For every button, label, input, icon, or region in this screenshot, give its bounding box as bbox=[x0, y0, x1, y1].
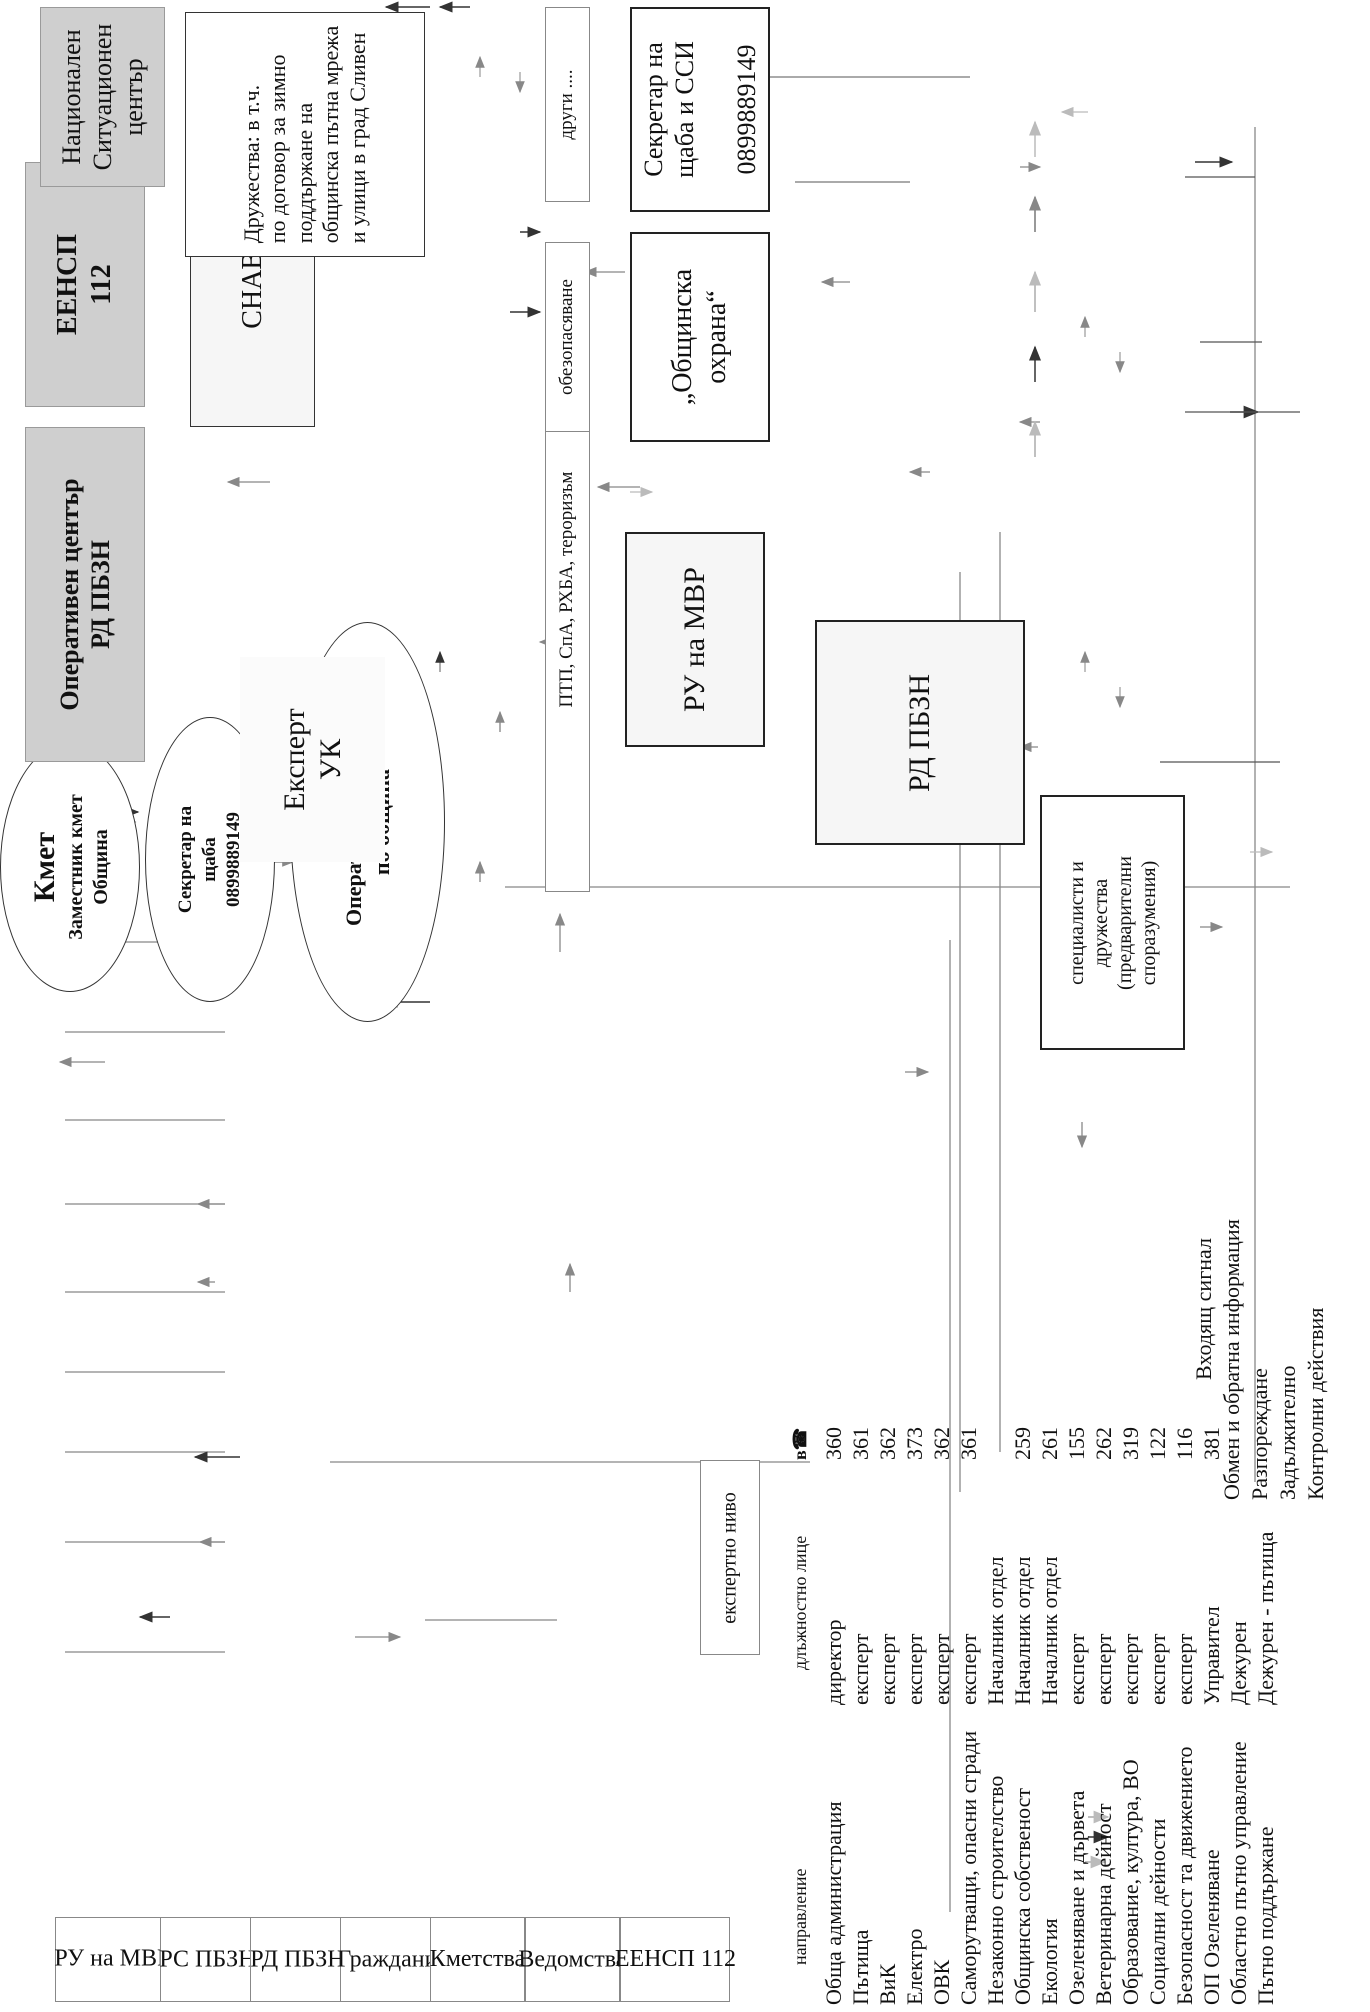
table-row: Ветеринарна дейност експерт 262 bbox=[1090, 1305, 1117, 2005]
table-row: ОВК експерт 362 bbox=[928, 1305, 955, 2005]
table-cell-person: Началник отдел bbox=[983, 1556, 1008, 1705]
table-cell-phone: 381 bbox=[1199, 1427, 1224, 1460]
table-cell-phone: 155 bbox=[1064, 1427, 1089, 1460]
table-cell-direction: Екология bbox=[1037, 1918, 1062, 2005]
specialisti-label: специалисти и дружества (предварителни с… bbox=[1065, 855, 1160, 990]
table-cell-direction: Общинска собственост bbox=[1010, 1787, 1035, 2005]
table-cell-phone: 319 bbox=[1118, 1427, 1143, 1460]
table-cell-person: експерт bbox=[1064, 1633, 1089, 1705]
rd-pbzn-right-label: РД ПБЗН bbox=[902, 673, 936, 792]
table-cell-person: експерт bbox=[929, 1633, 954, 1705]
table-header-direction: направление bbox=[790, 1868, 810, 1966]
table-cell-person: експерт bbox=[1118, 1633, 1143, 1705]
table-cell-phone: 361 bbox=[848, 1427, 873, 1460]
ekspertno-nivo-panel: експертно ниво bbox=[700, 1460, 760, 1655]
table-row: Пътища експерт 361 bbox=[847, 1305, 874, 2005]
contacts-table: направление длъжностно лице в☎ Обща адми… bbox=[790, 1305, 1279, 2005]
table-row: Незаконно строителство Началник отдел bbox=[982, 1305, 1009, 2005]
table-cell-phone: 116 bbox=[1172, 1427, 1197, 1460]
table-cell-direction: Пътно поддържане bbox=[1253, 1826, 1278, 2005]
table-cell-direction: ОП Озеленяване bbox=[1199, 1849, 1224, 2005]
table-row: Социални дейности експерт 122 bbox=[1144, 1305, 1171, 2005]
table-cell-person: експерт bbox=[875, 1633, 900, 1705]
table-cell-person: Началник отдел bbox=[1037, 1556, 1062, 1705]
specialisti-box: специалисти и дружества (предварителни с… bbox=[1040, 795, 1185, 1050]
table-cell-direction: Незаконно строителство bbox=[983, 1775, 1008, 2005]
table-cell-phone: 259 bbox=[1010, 1427, 1035, 1460]
table-cell-person: Управител bbox=[1199, 1606, 1224, 1705]
table-cell-person: Дежурен bbox=[1226, 1621, 1251, 1705]
table-cell-phone: 373 bbox=[902, 1427, 927, 1460]
table-cell-person: експерт bbox=[848, 1633, 873, 1705]
table-row: Обща администрация директор 360 bbox=[820, 1305, 847, 2005]
table-cell-person: експерт bbox=[956, 1633, 981, 1705]
table-cell-phone: 122 bbox=[1145, 1427, 1170, 1460]
table-cell-direction: Обща администрация bbox=[821, 1801, 846, 2005]
table-row: Образование, култура, ВО експерт 319 bbox=[1117, 1305, 1144, 2005]
legend-control: Контролни действия bbox=[1303, 1307, 1328, 1500]
table-row: ОП Озеленяване Управител 381 bbox=[1198, 1305, 1225, 2005]
table-row: Безопасност та движението експерт 116 bbox=[1171, 1305, 1198, 2005]
table-cell-direction: Пътища bbox=[848, 1929, 873, 2005]
table-row: ВиК експерт 362 bbox=[874, 1305, 901, 2005]
table-cell-person: експерт bbox=[1172, 1633, 1197, 1705]
table-row: Пътно поддържане Дежурен - пътища bbox=[1252, 1305, 1279, 2005]
table-cell-person: експерт bbox=[1091, 1633, 1116, 1705]
table-cell-phone: 362 bbox=[875, 1427, 900, 1460]
table-cell-direction: Областно пътно управление bbox=[1226, 1741, 1251, 2005]
ekspertno-nivo-label: експертно ниво bbox=[719, 1491, 742, 1624]
table-cell-phone: 360 bbox=[821, 1427, 846, 1460]
table-cell-direction: ОВК bbox=[929, 1959, 954, 2005]
rd-pbzn-right-panel: РД ПБЗН bbox=[815, 620, 1025, 845]
table-row: Областно пътно управление Дежурен bbox=[1225, 1305, 1252, 2005]
table-cell-direction: Озеленяване и дървета bbox=[1064, 1790, 1089, 2005]
table-cell-direction: Безопасност та движението bbox=[1172, 1746, 1197, 2005]
table-cell-direction: ВиК bbox=[875, 1963, 900, 2005]
table-cell-person: експерт bbox=[1145, 1633, 1170, 1705]
table-cell-phone: 361 bbox=[956, 1427, 981, 1460]
table-cell-phone: 362 bbox=[929, 1427, 954, 1460]
table-cell-direction: Образование, култура, ВО bbox=[1118, 1759, 1143, 2005]
table-cell-person: Началник отдел bbox=[1010, 1556, 1035, 1705]
table-cell-person: експерт bbox=[902, 1633, 927, 1705]
table-cell-direction: Социални дейности bbox=[1145, 1818, 1170, 2005]
table-cell-phone: 262 bbox=[1091, 1427, 1116, 1460]
table-cell-phone: 261 bbox=[1037, 1427, 1062, 1460]
table-cell-direction: Саморутващи, опасни сгради bbox=[956, 1730, 981, 2005]
table-header-person: длъжностно лице bbox=[790, 1535, 810, 1670]
table-row: Общинска собственост Началник отдел 259 bbox=[1009, 1305, 1036, 2005]
table-cell-direction: Ветеринарна дейност bbox=[1091, 1803, 1116, 2005]
table-row: Екология Началник отдел 261 bbox=[1036, 1305, 1063, 2005]
table-row: Електро експерт 373 bbox=[901, 1305, 928, 2005]
table-cell-direction: Електро bbox=[902, 1928, 927, 2005]
table-cell-person: Дежурен - пътища bbox=[1253, 1531, 1278, 1705]
table-row: Озеленяване и дървета експерт 155 bbox=[1063, 1305, 1090, 2005]
table-cell-person: директор bbox=[821, 1619, 846, 1705]
table-row: Саморутващи, опасни сгради експерт 361 bbox=[955, 1305, 982, 2005]
table-header-phone: в☎ bbox=[790, 1427, 810, 1460]
